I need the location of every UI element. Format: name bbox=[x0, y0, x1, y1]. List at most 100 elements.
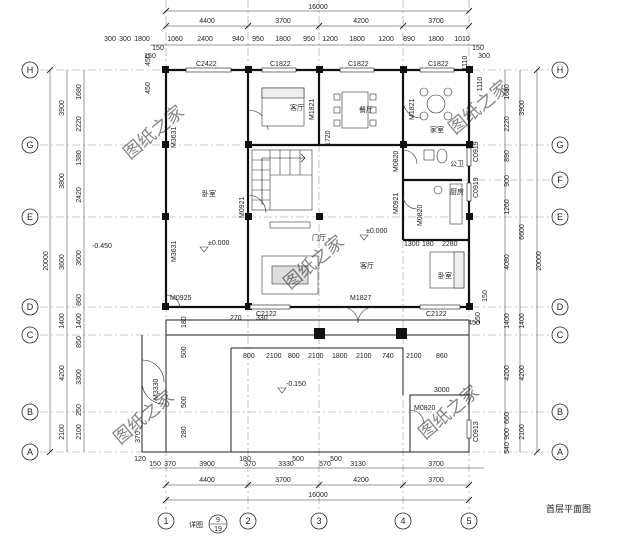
axis-bubble-2-bottom bbox=[239, 512, 257, 530]
bottom-sub-dim-8: 3700 bbox=[428, 461, 444, 468]
room-label: 公卫 bbox=[450, 160, 464, 168]
window-label: C2122 bbox=[256, 311, 277, 318]
left-edge-dim-1: 450 bbox=[145, 54, 152, 66]
porch-dim: 500 bbox=[181, 396, 188, 408]
bottom-sub-dim-3: 3900 bbox=[199, 461, 215, 468]
axis-bubble-f-right bbox=[551, 171, 569, 189]
round-table bbox=[426, 94, 446, 114]
gallery-dim: 1800 bbox=[332, 353, 348, 360]
left-sub-dim-7: 1400 bbox=[76, 313, 83, 329]
tv-cabinet bbox=[269, 221, 311, 229]
left-dimensions: 20000 3900 3800 3600 1400 4200 2100 1680… bbox=[43, 54, 152, 443]
right-dim-1: 3900 bbox=[519, 100, 526, 116]
axis-label-e-right: E bbox=[557, 212, 563, 222]
left-edge-dim-3: 370 bbox=[135, 431, 142, 443]
axis-label-b-right: B bbox=[557, 407, 563, 417]
left-dim-5: 4200 bbox=[59, 365, 66, 381]
stall-dim: 3000 bbox=[434, 387, 450, 394]
detail-index-bottom: 19 bbox=[214, 526, 222, 533]
bath-dim: 180 bbox=[422, 241, 434, 248]
door-label: M1821 bbox=[309, 98, 316, 120]
window-label: C2122 bbox=[426, 311, 447, 318]
floor-elevation: ±0.000 bbox=[366, 228, 387, 235]
right-sub-dim-8: 1400 bbox=[504, 313, 511, 329]
left-edge-dim-2: 450 bbox=[145, 82, 152, 94]
door-label: M0820 bbox=[417, 204, 424, 226]
left-sub-dim-11: 2100 bbox=[76, 424, 83, 440]
top-sub-dim-17: 150 bbox=[472, 45, 484, 52]
top-sub-dim-14: 890 bbox=[403, 36, 415, 43]
top-sub-dim-8: 950 bbox=[252, 36, 264, 43]
porch-dim: 1720 bbox=[325, 130, 332, 146]
door-label: M0921 bbox=[393, 192, 400, 214]
axis-label-b: B bbox=[27, 407, 33, 417]
front-dim: 330 bbox=[256, 315, 268, 322]
axis-bubble-d-left bbox=[21, 298, 39, 316]
axis-bubble-h-right bbox=[551, 61, 569, 79]
floor-elevation: ±0.000 bbox=[208, 240, 229, 247]
axis-label-f-right: F bbox=[557, 175, 563, 185]
kitchen-counter bbox=[449, 183, 463, 225]
axis-bubble-d-right bbox=[551, 298, 569, 316]
axis-label-h: H bbox=[27, 65, 34, 75]
top-sub-dim-16: 1010 bbox=[454, 36, 470, 43]
left-total-dim: 20000 bbox=[43, 251, 50, 271]
axis-bubble-g-left bbox=[21, 136, 39, 154]
right-sub-dim-2: 2220 bbox=[504, 116, 511, 132]
detail-index-top: 9 bbox=[216, 517, 220, 524]
right-total-dim: 20000 bbox=[536, 251, 543, 271]
porch-dim: 500 bbox=[181, 346, 188, 358]
left-sub-dim-4: 2420 bbox=[76, 187, 83, 203]
staircase bbox=[251, 149, 313, 211]
bottom-sub-dim-1: 150 bbox=[149, 461, 161, 468]
right-sub-dim-4: 900 bbox=[504, 175, 511, 187]
room-label: 卧室 bbox=[438, 271, 452, 280]
door-label: M0925 bbox=[170, 295, 192, 302]
top-sub-dim-9: 1800 bbox=[275, 36, 291, 43]
left-sub-dim-8: 850 bbox=[76, 336, 83, 348]
right-dimensions: 20000 3900 6600 1400 4200 2100 1680 2220… bbox=[468, 77, 543, 454]
top-dim-1: 4400 bbox=[199, 18, 215, 25]
right-sub-dim-3: 890 bbox=[504, 150, 511, 162]
right-dim-3: 1400 bbox=[519, 313, 526, 329]
top-sub-dim-6: 2400 bbox=[197, 36, 213, 43]
detail-index-symbol: 9 19 详图 bbox=[189, 514, 228, 534]
top-edge-dim-3: 1110 bbox=[462, 56, 469, 71]
room-label: 厨房 bbox=[450, 187, 464, 196]
left-sub-dim-1: 1680 bbox=[76, 84, 83, 100]
room-label: 餐厅 bbox=[359, 105, 373, 114]
dimension-lines bbox=[49, 10, 538, 501]
room-label: 家室 bbox=[430, 125, 444, 134]
front-dim: 270 bbox=[230, 315, 242, 322]
axis-bubble-g-right bbox=[551, 136, 569, 154]
bottom-edge-dim-3: 500 bbox=[292, 456, 304, 463]
axis-bubble-c-right bbox=[551, 326, 569, 344]
axis-bubble-5-bottom bbox=[460, 512, 478, 530]
axis-label-2: 2 bbox=[245, 516, 250, 526]
top-edge-dim-1: 150 bbox=[144, 53, 156, 60]
top-sub-dim-3: 1800 bbox=[134, 36, 150, 43]
axis-bubbles bbox=[21, 61, 569, 530]
bottom-edge-dim-1: 120 bbox=[134, 456, 146, 463]
axis-label-g-right: G bbox=[556, 140, 563, 150]
bottom-dim-2: 3700 bbox=[275, 477, 291, 484]
right-sub-dim-1: 1680 bbox=[504, 84, 511, 100]
toilet bbox=[436, 148, 448, 164]
top-dim-3: 4200 bbox=[353, 18, 369, 25]
top-sub-dim-10: 950 bbox=[303, 36, 315, 43]
dimension-ticks bbox=[46, 7, 541, 504]
sink bbox=[423, 149, 435, 161]
top-sub-dim-13: 1200 bbox=[378, 36, 394, 43]
bath-dim: 1300 bbox=[404, 241, 420, 248]
axis-bubble-e-right bbox=[551, 208, 569, 226]
door-label: M1821 bbox=[409, 98, 416, 120]
window-label: C2422 bbox=[196, 61, 217, 68]
right-sub-dim-6: 4080 bbox=[504, 254, 511, 270]
gallery-dim: 2100 bbox=[356, 353, 372, 360]
door-label: M0921 bbox=[239, 196, 246, 218]
gallery-dim: 860 bbox=[436, 353, 448, 360]
door-label: M0820 bbox=[414, 405, 436, 412]
bath-dim: 2280 bbox=[442, 241, 458, 248]
bottom-dimensions: 150 370 3900 370 3330 570 3130 3700 4400… bbox=[134, 456, 444, 499]
bottom-sub-dim-6: 570 bbox=[319, 461, 331, 468]
